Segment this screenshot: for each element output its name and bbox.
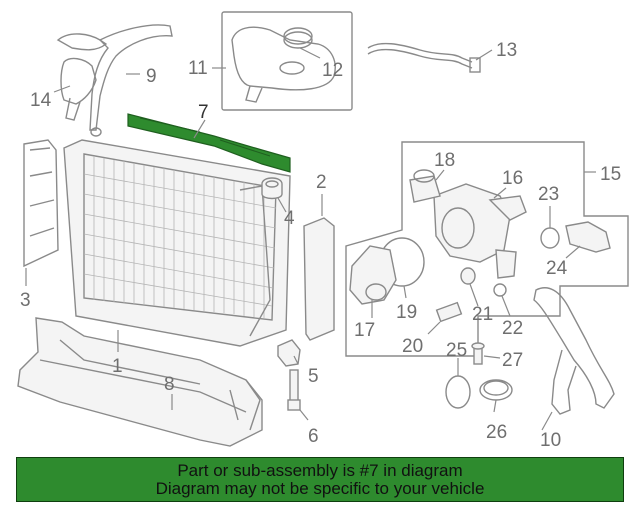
callout-26: 26 (486, 422, 507, 443)
bleed-hose (367, 42, 481, 73)
callout-24: 24 (546, 258, 568, 279)
callout-1: 1 (112, 356, 123, 377)
callout-10: 10 (540, 430, 561, 451)
banner-line-1: Part or sub-assembly is #7 in diagram (177, 460, 463, 480)
callout-22: 22 (502, 318, 523, 339)
callout-4: 4 (284, 208, 295, 229)
callout-17: 17 (354, 320, 375, 341)
callout-5: 5 (308, 366, 319, 387)
callout-21: 21 (472, 304, 493, 325)
callout-23: 23 (538, 184, 559, 205)
callout-3: 3 (20, 290, 31, 311)
highlighted-part-7 (127, 113, 291, 173)
callout-27: 27 (502, 350, 523, 371)
gaskets-and-bolt (445, 342, 513, 409)
callout-7: 7 (198, 102, 209, 123)
radiator (63, 139, 291, 347)
callout-12: 12 (322, 60, 343, 81)
callout-2: 2 (316, 172, 327, 193)
lower-hose (533, 287, 615, 415)
callout-19: 19 (396, 302, 417, 323)
lower-deflector (17, 317, 263, 447)
right-air-seal (303, 217, 335, 341)
reservoir-assembly (221, 11, 353, 111)
radiator-mount (261, 177, 283, 200)
callout-11: 11 (188, 58, 208, 79)
callout-labels: 1 2 3 4 5 6 7 8 9 10 11 12 13 14 15 16 1… (20, 40, 621, 451)
callout-16: 16 (502, 168, 523, 189)
side-air-seal (23, 139, 59, 268)
callout-15: 15 (600, 164, 621, 185)
callout-8: 8 (164, 374, 175, 395)
callout-14: 14 (30, 90, 52, 111)
info-banner: Part or sub-assembly is #7 in diagram Di… (16, 457, 624, 502)
callout-9: 9 (146, 66, 157, 87)
callout-13: 13 (496, 40, 517, 61)
callout-25: 25 (446, 340, 467, 361)
banner-line-2: Diagram may not be specific to your vehi… (155, 478, 485, 498)
parts-diagram: 1 2 3 4 5 6 7 8 9 10 11 12 13 14 15 16 1… (17, 11, 629, 451)
bracket-and-sensor (277, 339, 301, 411)
thermostat-group-outline (345, 141, 629, 357)
upper-hose-assembly (56, 24, 173, 137)
leader-lines (25, 47, 596, 431)
thermostat-housing-parts (349, 169, 611, 323)
callout-20: 20 (402, 336, 423, 357)
callout-6: 6 (308, 426, 319, 447)
callout-18: 18 (434, 150, 455, 171)
